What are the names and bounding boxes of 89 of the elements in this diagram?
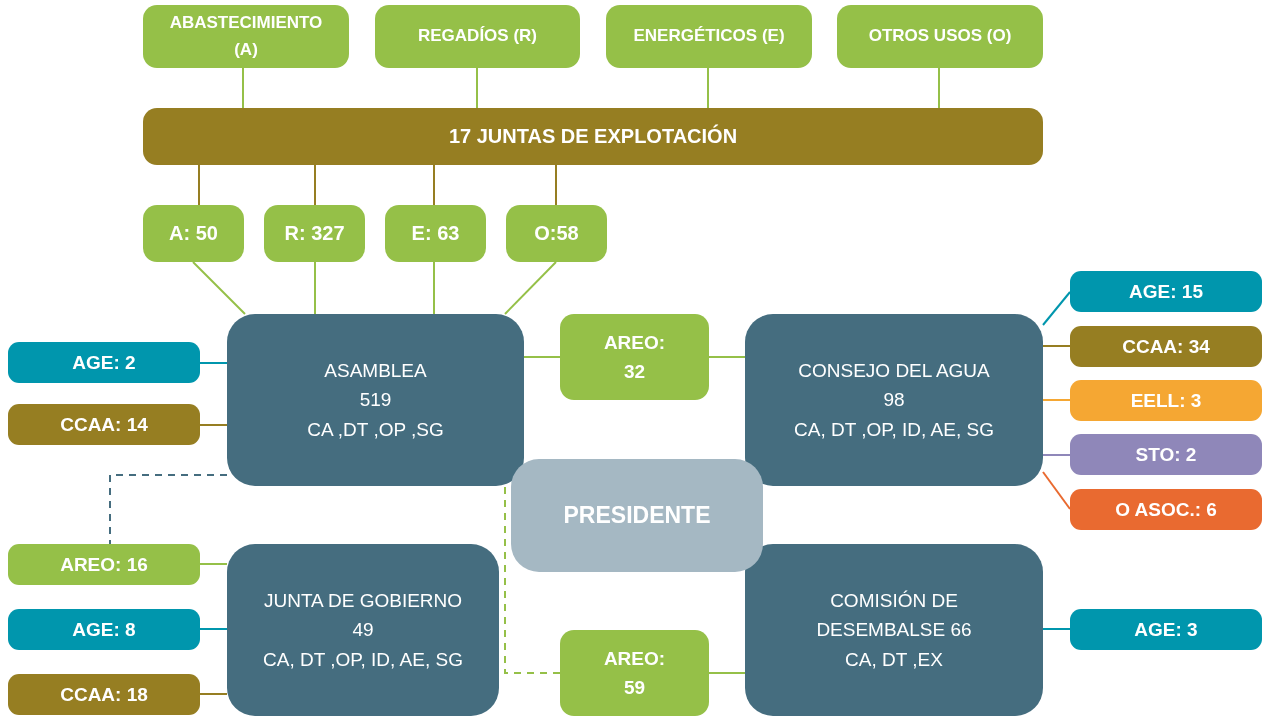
category-box — [375, 5, 580, 68]
member-box — [8, 674, 200, 715]
connector-line — [199, 424, 228, 426]
connector-line — [242, 67, 244, 109]
node-label: CA, DT ,EX — [845, 647, 943, 672]
node-label: AGE: 3 — [1134, 617, 1198, 642]
member-box — [8, 609, 200, 650]
node-label: ASAMBLEA — [324, 358, 427, 383]
areo-box — [560, 630, 709, 716]
node-label: PRESIDENTE — [563, 500, 711, 530]
connector-line — [938, 67, 940, 109]
connector-line — [1042, 345, 1071, 347]
member-box — [1070, 489, 1262, 530]
member-box — [1070, 434, 1262, 475]
count-box — [506, 205, 607, 262]
connector-line — [199, 563, 228, 565]
connector-line — [192, 261, 246, 315]
dashed-connector — [109, 474, 228, 545]
node-label: CCAA: 14 — [60, 412, 148, 437]
count-box — [143, 205, 244, 262]
node-label: A: 50 — [169, 221, 218, 246]
node-label: O:58 — [534, 221, 579, 246]
connector-line — [1042, 454, 1071, 456]
connector-line — [708, 672, 746, 674]
member-box — [1070, 271, 1262, 312]
organ-box — [227, 314, 524, 486]
node-label: E: 63 — [411, 221, 460, 246]
connector-line — [199, 628, 228, 630]
count-box — [385, 205, 486, 262]
connector-line — [314, 164, 316, 206]
connector-line — [555, 164, 557, 206]
member-box — [1070, 380, 1262, 421]
node-label: ENERGÉTICOS (E) — [633, 25, 785, 48]
connector-line — [433, 164, 435, 206]
connector-line — [199, 693, 228, 695]
node-label: OTROS USOS (O) — [868, 25, 1012, 48]
connector-line — [314, 261, 316, 315]
node-label: CCAA: 34 — [1122, 334, 1210, 359]
node-label: AREO: 59 — [602, 646, 667, 700]
node-label: CA, DT ,OP, ID, AE, SG — [263, 647, 463, 672]
junta-band — [143, 108, 1043, 165]
member-box — [8, 342, 200, 383]
connector-line — [708, 356, 746, 358]
member-box — [1070, 326, 1262, 367]
node-label: ABASTECIMIENTO (A) — [168, 12, 324, 61]
member-box — [1070, 609, 1262, 650]
dashed-connector — [504, 485, 561, 674]
node-label: O ASOC.: 6 — [1115, 497, 1217, 522]
node-label: R: 327 — [284, 221, 345, 246]
node-label: CONSEJO DEL AGUA — [798, 358, 990, 383]
member-box — [8, 544, 200, 585]
connector-line — [1042, 291, 1071, 326]
node-label: CCAA: 18 — [60, 682, 148, 707]
node-label: AREO: 32 — [602, 330, 667, 384]
category-box — [143, 5, 349, 68]
connector-line — [1042, 399, 1071, 401]
organ-box — [745, 544, 1043, 716]
connector-line — [1042, 471, 1071, 510]
node-label: CA, DT ,OP, ID, AE, SG — [794, 417, 994, 442]
areo-box — [560, 314, 709, 400]
connector-line — [1042, 628, 1071, 630]
node-label: EELL: 3 — [1130, 388, 1202, 413]
member-box — [8, 404, 200, 445]
node-label: 519 — [359, 388, 392, 413]
node-label: CA ,DT ,OP ,SG — [307, 417, 444, 442]
node-label: AGE: 8 — [72, 617, 136, 642]
connector-line — [198, 164, 200, 206]
organ-box — [227, 544, 499, 716]
node-label: STO: 2 — [1135, 442, 1197, 467]
connector-line — [523, 356, 561, 358]
connector-line — [199, 362, 228, 364]
node-label: REGADÍOS (R) — [418, 25, 537, 48]
node-label: AGE: 15 — [1129, 279, 1203, 304]
node-label: 49 — [352, 618, 374, 643]
node-label: 17 JUNTAS DE EXPLOTACIÓN — [448, 123, 738, 149]
node-label: AREO: 16 — [60, 552, 148, 577]
node-label: JUNTA DE GOBIERNO — [263, 588, 463, 613]
connector-line — [504, 261, 557, 315]
node-label: COMISIÓN DE DESEMBALSE 66 — [815, 588, 973, 643]
node-label: AGE: 2 — [72, 350, 136, 375]
connector-line — [707, 67, 709, 109]
category-box — [606, 5, 812, 68]
count-box — [264, 205, 365, 262]
node-label: 98 — [883, 388, 905, 413]
connector-line — [476, 67, 478, 109]
connector-line — [433, 261, 435, 315]
president-box — [511, 459, 763, 572]
organ-box — [745, 314, 1043, 486]
category-box — [837, 5, 1043, 68]
